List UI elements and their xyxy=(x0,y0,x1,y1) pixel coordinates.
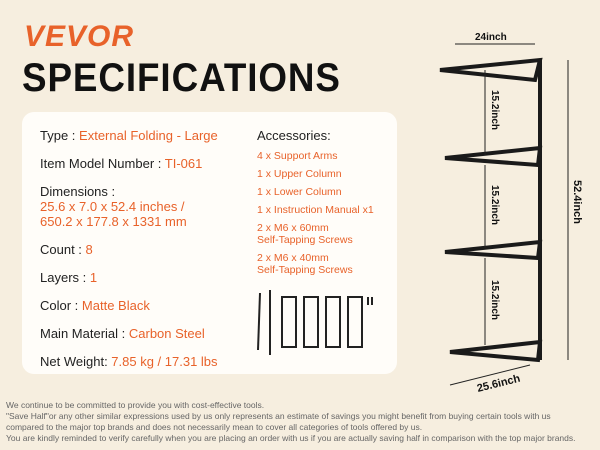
accessory-item: 4 x Support Arms xyxy=(257,150,338,162)
spacing-label: 15.2inch xyxy=(489,90,500,130)
spacing-label: 15.2inch xyxy=(489,185,500,225)
spec-value: 7.85 kg / 17.31 lbs xyxy=(111,354,218,369)
accessory-item: 1 x Upper Column xyxy=(257,168,342,180)
width-label: 24inch xyxy=(475,32,507,43)
spec-value: Carbon Steel xyxy=(128,326,205,341)
spec-weight: Net Weight: 7.85 kg / 17.31 lbs xyxy=(40,354,218,369)
disclaimer-line: You are kindly reminded to verify carefu… xyxy=(6,433,576,443)
spec-model: Item Model Number : TI-061 xyxy=(40,156,218,171)
spec-value: 650.2 x 177.8 x 1331 mm xyxy=(40,214,187,229)
spec-label: Item Model Number : xyxy=(40,156,165,171)
spec-value: Matte Black xyxy=(81,298,150,313)
height-label: 52.4inch xyxy=(571,180,583,224)
accessory-line: 2 x M6 x 60mm xyxy=(257,222,329,234)
accessories-heading: Accessories: xyxy=(257,128,331,143)
product-dimension-diagram: 24inch 15.2inch 15.2inch 15.2inch 52.4in… xyxy=(439,32,583,395)
spec-value: External Folding - Large xyxy=(79,128,218,143)
accessory-line: 2 x M6 x 40mm xyxy=(257,252,329,264)
spec-label: Color : xyxy=(40,298,82,313)
spec-layers: Layers : 1 xyxy=(40,270,218,285)
spec-label: Type : xyxy=(40,128,80,143)
accessory-line: Self-Tapping Screws xyxy=(257,264,353,276)
accessories-illustration xyxy=(257,290,373,355)
accessory-item: 1 x Lower Column xyxy=(257,186,342,198)
spec-type: Type : External Folding - Large xyxy=(40,128,218,143)
brand-logo: VEVOR xyxy=(24,20,135,53)
spec-label: Layers : xyxy=(40,270,90,285)
spec-label: Dimensions : xyxy=(40,184,116,199)
spec-card xyxy=(22,112,397,374)
spec-count: Count : 8 xyxy=(40,242,218,257)
spec-value: TI-061 xyxy=(164,156,203,171)
spec-value: 1 xyxy=(89,270,98,285)
spec-label: Count : xyxy=(40,242,86,257)
spacing-label: 15.2inch xyxy=(489,280,500,320)
spec-label: Main Material : xyxy=(40,326,129,341)
page-title: SPECIFICATIONS xyxy=(22,56,341,100)
accessory-line: Self-Tapping Screws xyxy=(257,234,353,246)
spec-color: Color : Matte Black xyxy=(40,298,218,313)
disclaimer: We continue to be committed to provide y… xyxy=(6,400,575,444)
accessory-item: 1 x Instruction Manual x1 xyxy=(257,204,374,216)
spec-material: Main Material : Carbon Steel xyxy=(40,326,218,341)
disclaimer-line: We continue to be committed to provide y… xyxy=(6,400,265,410)
spec-value: 8 xyxy=(85,242,93,257)
depth-label: 25.6inch xyxy=(476,373,522,395)
spec-dimensions: Dimensions :25.6 x 7.0 x 52.4 inches /65… xyxy=(40,184,218,229)
spec-label: Net Weight: xyxy=(40,354,112,369)
spec-value: 25.6 x 7.0 x 52.4 inches / xyxy=(40,199,185,214)
disclaimer-line: compared to the major top brands and doe… xyxy=(6,422,423,432)
disclaimer-line: "Save Half"or any other similar expressi… xyxy=(6,411,551,421)
spec-list: Type : External Folding - Large Item Mod… xyxy=(40,128,218,382)
accessories-list: Accessories: 4 x Support Arms 1 x Upper … xyxy=(257,128,374,282)
